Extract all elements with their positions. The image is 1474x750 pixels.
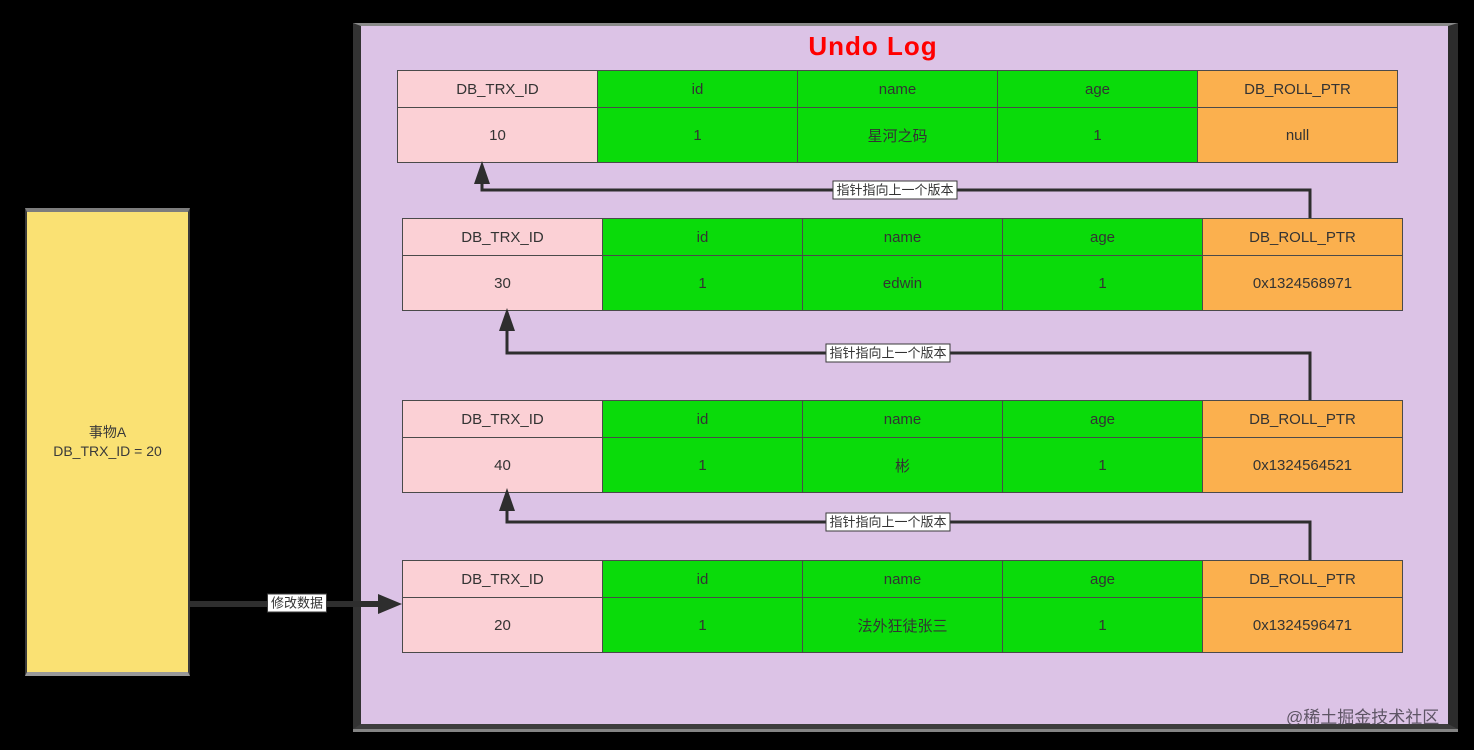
cell-age: 1 [1002,597,1203,653]
modify-data-label: 修改数据 [266,593,328,613]
col-header-db-roll-ptr: DB_ROLL_PTR [1202,560,1403,598]
col-header-id: id [602,400,803,438]
cell-db-roll-ptr: 0x1324564521 [1202,437,1403,493]
col-header-db-roll-ptr: DB_ROLL_PTR [1202,218,1403,256]
col-header-age: age [1002,400,1203,438]
col-header-db-trx-id: DB_TRX_ID [397,70,598,108]
cell-id: 1 [602,597,803,653]
col-header-id: id [602,560,803,598]
pointer-label-1: 指针指向上一个版本 [832,180,958,200]
table-data-row: 20 1 法外狂徒张三 1 0x1324596471 [402,597,1403,653]
col-header-name: name [797,70,998,108]
cell-name: 彬 [802,437,1003,493]
cell-age: 1 [997,107,1198,163]
col-header-db-trx-id: DB_TRX_ID [402,218,603,256]
col-header-name: name [802,218,1003,256]
cell-db-roll-ptr: null [1197,107,1398,163]
cell-db-roll-ptr: 0x1324596471 [1202,597,1403,653]
version-table-1: DB_TRX_ID id name age DB_ROLL_PTR 10 1 星… [397,70,1398,163]
cell-name: edwin [802,255,1003,311]
table-data-row: 30 1 edwin 1 0x1324568971 [402,255,1403,311]
pointer-label-2: 指针指向上一个版本 [825,343,951,363]
cell-age: 1 [1002,437,1203,493]
col-header-age: age [997,70,1198,108]
cell-id: 1 [602,437,803,493]
cell-db-trx-id: 40 [402,437,603,493]
transaction-a-trx-id: DB_TRX_ID = 20 [53,443,162,459]
cell-age: 1 [1002,255,1203,311]
undo-log-title: Undo Log [808,31,938,61]
col-header-age: age [1002,218,1203,256]
col-header-id: id [597,70,798,108]
col-header-age: age [1002,560,1203,598]
transaction-a-name: 事物A [88,424,127,440]
table-header-row: DB_TRX_ID id name age DB_ROLL_PTR [397,70,1398,108]
col-header-name: name [802,400,1003,438]
table-header-row: DB_TRX_ID id name age DB_ROLL_PTR [402,218,1403,256]
col-header-db-roll-ptr: DB_ROLL_PTR [1202,400,1403,438]
col-header-db-trx-id: DB_TRX_ID [402,560,603,598]
version-table-4: DB_TRX_ID id name age DB_ROLL_PTR 20 1 法… [402,560,1403,653]
col-header-name: name [802,560,1003,598]
transaction-a-box: 事物A DB_TRX_ID = 20 [25,208,190,676]
pointer-label-3: 指针指向上一个版本 [825,512,951,532]
version-table-2: DB_TRX_ID id name age DB_ROLL_PTR 30 1 e… [402,218,1403,311]
cell-db-trx-id: 10 [397,107,598,163]
table-header-row: DB_TRX_ID id name age DB_ROLL_PTR [402,400,1403,438]
col-header-db-roll-ptr: DB_ROLL_PTR [1197,70,1398,108]
cell-name: 星河之码 [797,107,998,163]
col-header-db-trx-id: DB_TRX_ID [402,400,603,438]
table-data-row: 40 1 彬 1 0x1324564521 [402,437,1403,493]
version-table-3: DB_TRX_ID id name age DB_ROLL_PTR 40 1 彬… [402,400,1403,493]
table-header-row: DB_TRX_ID id name age DB_ROLL_PTR [402,560,1403,598]
cell-db-trx-id: 20 [402,597,603,653]
cell-db-trx-id: 30 [402,255,603,311]
cell-name: 法外狂徒张三 [802,597,1003,653]
cell-db-roll-ptr: 0x1324568971 [1202,255,1403,311]
watermark: @稀土掘金技术社区 [1286,708,1440,727]
cell-id: 1 [597,107,798,163]
cell-id: 1 [602,255,803,311]
col-header-id: id [602,218,803,256]
table-data-row: 10 1 星河之码 1 null [397,107,1398,163]
